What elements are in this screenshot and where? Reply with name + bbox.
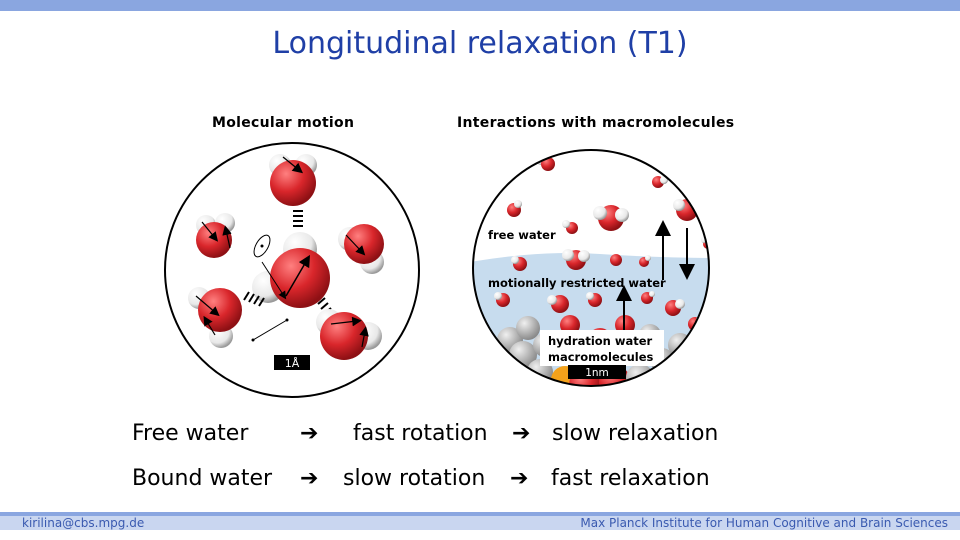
left-panel-title: Molecular motion: [212, 115, 355, 131]
water-molecule-upper-left: [196, 213, 235, 258]
arrow-icon: ➔: [512, 421, 531, 446]
left-scale-label: 1Å: [285, 357, 300, 370]
right-scale-label: 1nm: [585, 367, 609, 379]
hydrogen-bonds: [243, 210, 332, 315]
arrow-icon: ➔: [300, 466, 319, 491]
hydration-water-label: hydration water: [548, 334, 653, 348]
right-panel-circle: free water motionally restricted water h…: [472, 149, 710, 387]
water-molecule-lower-right: [316, 309, 382, 360]
restricted-water-label: motionally restricted water: [488, 276, 666, 290]
right-panel-title: Interactions with macromolecules: [457, 115, 735, 131]
slide-title: Longitudinal relaxation (T1): [272, 26, 688, 61]
water-molecule-center: [252, 232, 330, 308]
top-accent-bar: [0, 0, 960, 11]
left-scale-bar: 1Å: [274, 355, 310, 370]
arrow-icon: ➔: [300, 421, 319, 446]
rotation-ellipse-icon: [253, 234, 271, 258]
statement-subject: Free water: [132, 421, 249, 446]
statement-subject: Bound water: [132, 466, 273, 491]
footer-accent-line: [0, 512, 960, 516]
water-molecule-right: [338, 224, 384, 274]
arrow-icon: ➔: [510, 466, 529, 491]
footer-institute: Max Planck Institute for Human Cognitive…: [580, 516, 948, 530]
water-molecule-lower-left: [188, 287, 242, 348]
statement-rate: fast rotation: [353, 421, 488, 446]
water-molecule-top: [269, 154, 317, 206]
left-scale-segment: [251, 318, 289, 342]
free-water-label: free water: [488, 228, 556, 242]
statement-result: fast relaxation: [551, 466, 710, 491]
footer-email: kirilina@cbs.mpg.de: [22, 516, 145, 530]
footer-bar: [0, 516, 960, 530]
statement-rate: slow rotation: [343, 466, 486, 491]
macromolecules-label: macromolecules: [548, 350, 654, 364]
statement-result: slow relaxation: [552, 421, 719, 446]
